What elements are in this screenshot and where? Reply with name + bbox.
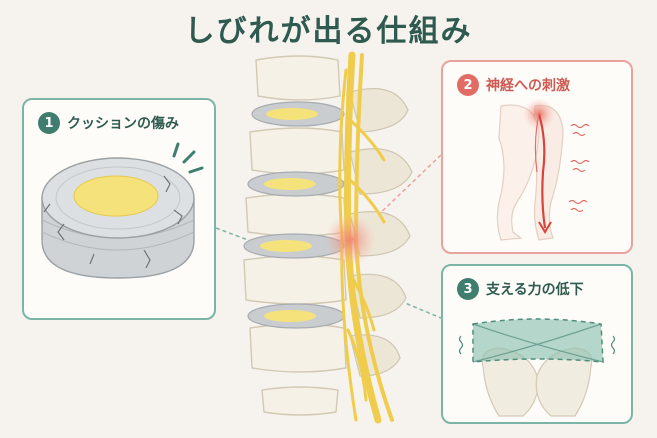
panel-2-heading: 2 神経への刺激 bbox=[457, 74, 570, 96]
damaged-disc-illustration bbox=[41, 142, 204, 279]
core-muscle-band bbox=[473, 319, 603, 362]
tingle-marks bbox=[568, 123, 590, 213]
panel-cushion-damage: 1 クッションの傷み bbox=[22, 98, 216, 320]
leg-front bbox=[496, 104, 540, 241]
pelvis-support-illustration bbox=[458, 318, 616, 417]
page-title: しびれが出る仕組み bbox=[184, 14, 473, 49]
panel-label: クッションの傷み bbox=[67, 116, 179, 132]
panel-label: 神経への刺激 bbox=[486, 78, 570, 94]
leg-nerve-illustration bbox=[496, 98, 590, 241]
pelvis-bone bbox=[481, 347, 593, 417]
number-badge: 1 bbox=[38, 112, 60, 134]
panel-nerve-stimulation: 2 神経への刺激 bbox=[441, 60, 633, 254]
vertebral-bodies bbox=[243, 55, 347, 416]
panel-reduced-support: 3 支える力の低下 bbox=[441, 264, 633, 424]
number-badge: 2 bbox=[457, 74, 479, 96]
panel-1-heading: 1 クッションの傷み bbox=[38, 112, 179, 134]
sciatic-nerve bbox=[537, 113, 547, 229]
weakness-marks bbox=[458, 335, 616, 355]
panel-3-heading: 3 支える力の低下 bbox=[457, 278, 584, 300]
number-badge: 3 bbox=[457, 278, 479, 300]
panel-label: 支える力の低下 bbox=[486, 282, 584, 298]
compression-glow bbox=[324, 214, 376, 266]
crack-lines bbox=[43, 175, 183, 269]
intervertebral-discs bbox=[243, 101, 345, 329]
disc-nucleus bbox=[73, 175, 159, 217]
pain-marks bbox=[172, 142, 204, 174]
